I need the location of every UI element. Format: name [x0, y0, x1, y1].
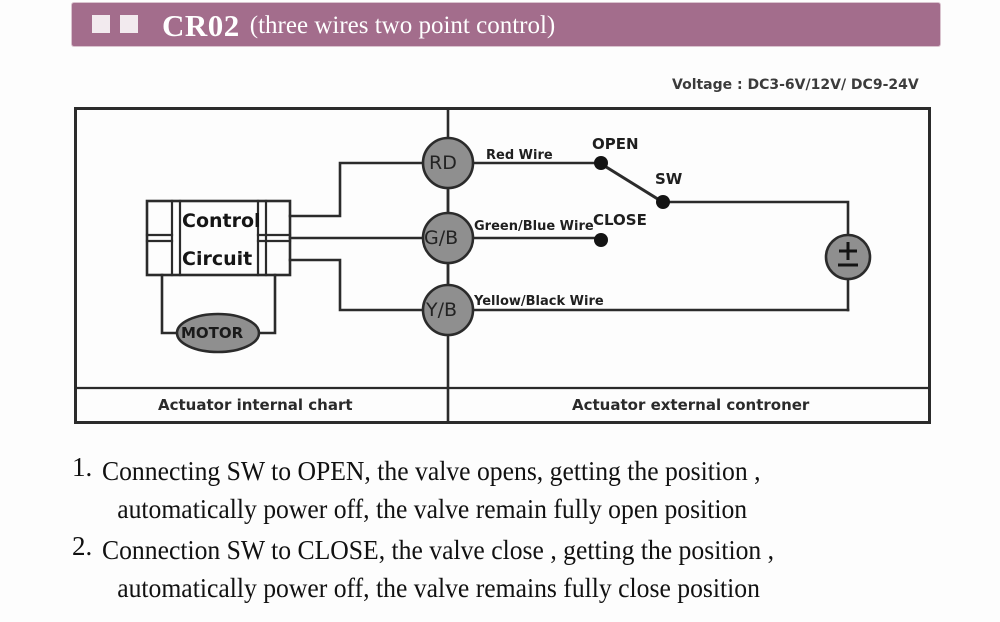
header-title-group: CR02 (three wires two point control): [162, 4, 555, 47]
caption-internal: Actuator internal chart: [158, 396, 353, 414]
header-bar: CR02 (three wires two point control): [72, 3, 940, 46]
note-body-2: Connection SW to CLOSE, the valve close …: [102, 531, 972, 608]
motor-label: MOTOR: [181, 324, 244, 342]
caption-external: Actuator external controner: [572, 396, 810, 414]
control-box-label-line2: Circuit: [182, 248, 253, 270]
note-number-2: 2.: [72, 530, 93, 561]
wire-label-green-blue: Green/Blue Wire: [474, 219, 594, 234]
note-body-1: Connecting SW to OPEN, the valve opens, …: [102, 452, 972, 529]
terminal-label-rd: RD: [429, 152, 457, 174]
header-square-icon-2: [120, 15, 138, 33]
note-item-2: 2. Connection SW to CLOSE, the valve clo…: [72, 531, 972, 608]
header-square-icon-1: [92, 15, 110, 33]
note-item-1: 1. Connecting SW to OPEN, the valve open…: [72, 452, 972, 529]
wire-label-yellow-black: Yellow/Black Wire: [474, 294, 604, 309]
model-code: CR02: [162, 7, 240, 43]
note-2-line-1: Connection SW to CLOSE, the valve close …: [102, 534, 775, 565]
terminal-label-gb: G/B: [424, 227, 459, 249]
model-subtitle: (three wires two point control): [249, 11, 556, 39]
note-1-line-1: Connecting SW to OPEN, the valve opens, …: [102, 456, 761, 486]
wire-label-red: Red Wire: [486, 148, 553, 163]
voltage-note: Voltage : DC3-6V/12V/ DC9-24V: [672, 77, 919, 93]
note-1-line-2: automatically power off, the valve remai…: [117, 494, 748, 525]
open-terminal-label: OPEN: [592, 135, 639, 153]
terminal-label-yb: Y/B: [426, 299, 458, 321]
header-squares: [92, 15, 138, 33]
note-2-line-2: automatically power off, the valve remai…: [117, 572, 760, 603]
notes-list: 1. Connecting SW to OPEN, the valve open…: [72, 452, 972, 609]
control-box-label-line1: Control: [182, 210, 261, 232]
close-terminal-label: CLOSE: [593, 211, 647, 229]
switch-label: SW: [655, 170, 683, 188]
note-number-1: 1.: [72, 452, 93, 482]
